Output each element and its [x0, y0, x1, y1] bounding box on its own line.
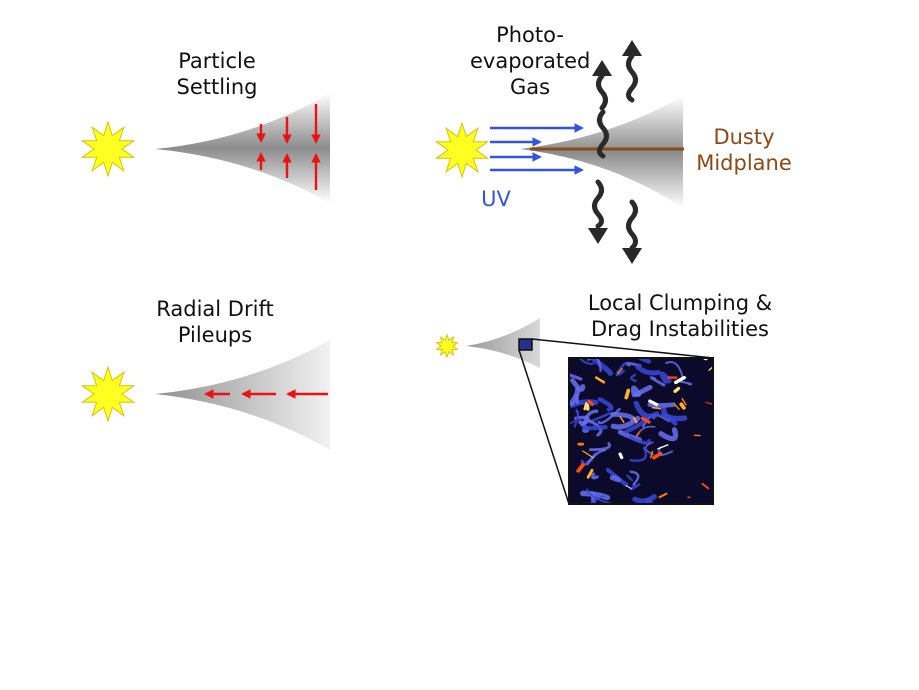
label-line: Pileups: [177, 323, 253, 347]
uv-rays: [490, 123, 584, 175]
wavy-arrow-icon: [596, 73, 608, 111]
disk-settling: [155, 93, 330, 203]
label-line: Particle: [178, 49, 256, 73]
label-line: Settling: [176, 75, 258, 99]
wavy-arrow-icon: [592, 60, 612, 76]
panel-particle-settling: [80, 93, 330, 203]
star-icon: [80, 365, 136, 423]
wavy-arrow-icon: [597, 109, 609, 159]
star-icon: [80, 120, 136, 178]
zoom-line-top: [531, 338, 714, 359]
simulation-inset-frame: [568, 357, 714, 505]
wavy-arrows: [588, 40, 642, 264]
panel-photoevaporation: [434, 40, 684, 264]
wavy-arrow-icon: [592, 179, 604, 229]
settling-arrows: [256, 104, 321, 190]
label-line: evaporated: [470, 49, 591, 73]
zoom-line-bottom: [518, 349, 570, 505]
label-photoevaporated-gas: Photo- evaporated Gas: [470, 22, 590, 100]
wavy-arrow-icon: [588, 228, 608, 244]
label-line: Drag Instabilities: [591, 317, 769, 341]
label-line: Dusty: [713, 125, 775, 149]
wavy-arrow-icon: [622, 248, 642, 264]
simulation-inset: [569, 358, 713, 504]
label-local-clumping: Local Clumping & Drag Instabilities: [570, 290, 790, 342]
label-uv: UV: [481, 187, 511, 211]
label-line: Gas: [509, 75, 551, 99]
panel-local-clumping: [435, 318, 714, 505]
panel-radial-drift: [80, 340, 330, 450]
wavy-arrow-icon: [626, 199, 638, 251]
label-line: Photo-: [496, 23, 564, 47]
wavy-arrow-icon: [622, 40, 642, 56]
label-line: Radial Drift: [156, 297, 274, 321]
label-line: Midplane: [696, 151, 792, 175]
star-icon: [434, 121, 490, 179]
label-line: Local Clumping &: [587, 291, 773, 315]
label-radial-drift: Radial Drift Pileups: [140, 296, 290, 348]
label-particle-settling: Particle Settling: [158, 48, 276, 100]
label-dusty-midplane: Dusty Midplane: [690, 124, 798, 176]
zoom-box: [518, 338, 533, 351]
star-icon: [435, 333, 459, 359]
wavy-arrow-icon: [626, 53, 638, 103]
